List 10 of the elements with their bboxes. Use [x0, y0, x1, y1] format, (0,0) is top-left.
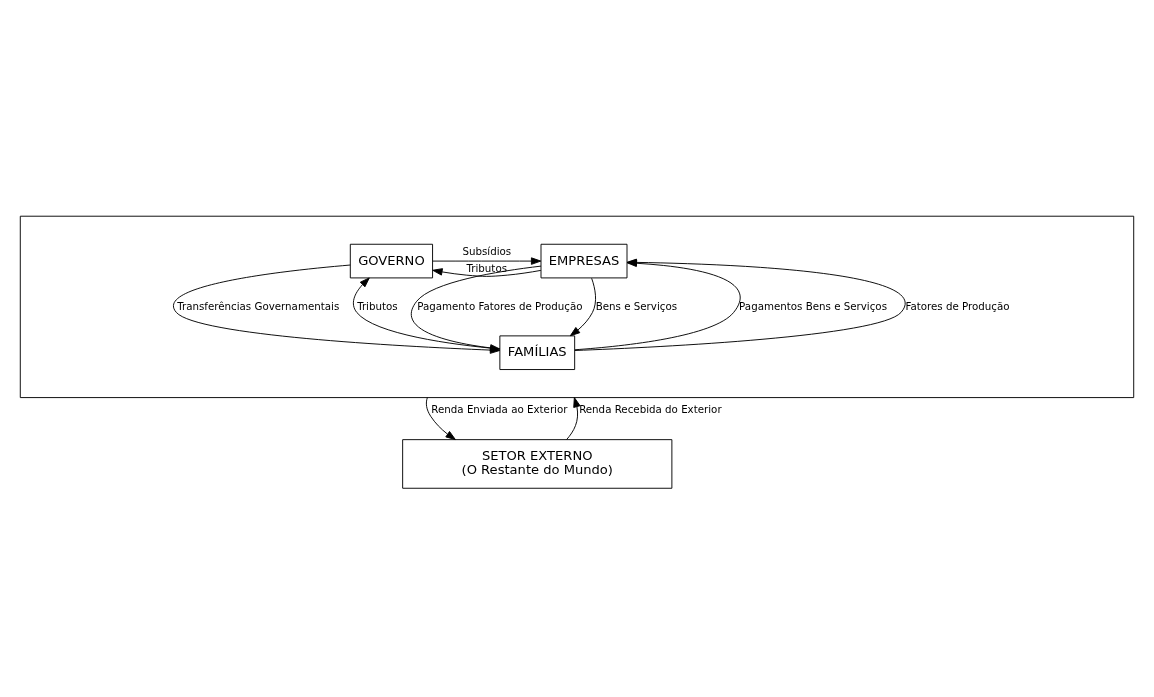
edge-label: Tributos [466, 262, 508, 275]
edge-label: Renda Recebida do Exterior [579, 403, 722, 416]
edge-label: Fatores de Produção [905, 299, 1010, 312]
edge-label: Tributos [357, 299, 398, 312]
edge-label: Transferências Governamentais [177, 299, 340, 312]
edge-label: Renda Enviada ao Exterior [431, 403, 568, 416]
edge-label: Pagamento Fatores de Produção [417, 299, 583, 312]
edge-label: Subsídios [462, 245, 512, 258]
edge-label: Bens e Serviços [595, 299, 678, 312]
edge-label: Pagamentos Bens e Serviços [739, 299, 887, 312]
